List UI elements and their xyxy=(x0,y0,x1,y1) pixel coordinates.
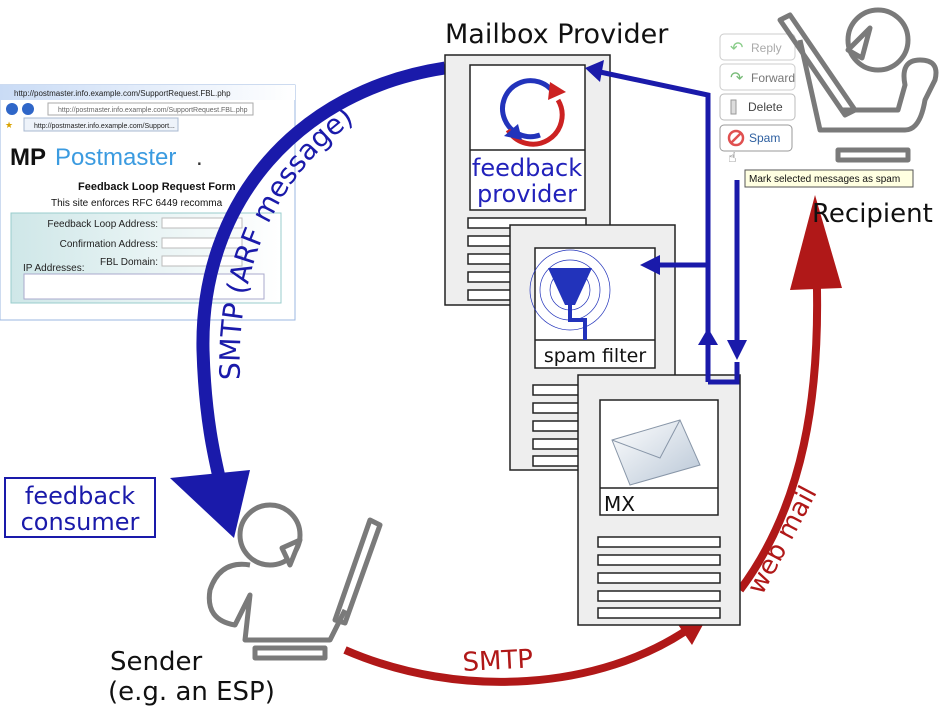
delete-button[interactable] xyxy=(719,93,796,121)
no-entry-icon xyxy=(727,129,745,147)
feedback-consumer-box xyxy=(4,477,156,538)
recipient-label: Recipient xyxy=(812,199,933,229)
mail-client-toolbar: ↶ Reply ↷ Forward Delete Spam ☝ Mark sel… xyxy=(719,33,914,188)
field-label-fbl-domain: FBL Domain: xyxy=(100,257,158,268)
address-text: http://postmaster.info.example.com/Suppo… xyxy=(58,107,248,114)
spam-label: Spam xyxy=(749,131,780,145)
feedback-consumer-label-1: feedback xyxy=(25,482,135,510)
recipient-person-icon xyxy=(777,7,939,163)
back-button[interactable] xyxy=(6,103,18,115)
smtp-flow-arrow xyxy=(343,624,693,686)
mailbox-provider-label: Mailbox Provider xyxy=(445,19,669,50)
trash-icon xyxy=(730,99,737,115)
ip-addresses-textarea[interactable] xyxy=(23,273,265,300)
spam-filter-label: spam filter xyxy=(544,345,647,367)
forward-label: Forward xyxy=(751,71,795,85)
favorites-star-icon[interactable]: ★ xyxy=(5,121,13,131)
address-bar[interactable] xyxy=(47,102,254,116)
feedback-consumer-label-2: consumer xyxy=(21,508,140,536)
forward-button[interactable] xyxy=(22,103,34,115)
mx-label: MX xyxy=(604,492,635,516)
forward-mail-button[interactable] xyxy=(719,63,796,91)
logo-postmaster: Postmaster xyxy=(55,144,176,171)
webmail-arrowhead xyxy=(790,195,842,290)
mx-server: MX xyxy=(577,374,741,626)
spam-tooltip-text: Mark selected messages as spam xyxy=(749,174,900,185)
logo-mp: MP xyxy=(10,144,46,171)
field-label-confirmation: Confirmation Address: xyxy=(60,239,158,250)
spam-tooltip xyxy=(744,169,914,188)
sender-label-1: Sender xyxy=(110,647,202,677)
webmail-label: web mail xyxy=(742,481,824,599)
feedback-provider-label-1: feedback xyxy=(472,154,582,182)
fbl-domain-input[interactable] xyxy=(161,255,243,267)
sender-label-2: (e.g. an ESP) xyxy=(108,677,275,707)
ip-label: IP Addresses: xyxy=(23,263,85,274)
browser-tab[interactable] xyxy=(23,117,179,132)
delete-label: Delete xyxy=(748,100,783,114)
form-title: Feedback Loop Request Form xyxy=(78,181,236,193)
reply-label: Reply xyxy=(751,41,782,55)
feedback-provider-label-2: provider xyxy=(477,180,577,208)
circular-arrows-icon xyxy=(500,78,566,147)
sender-person-icon xyxy=(206,502,383,661)
smtp-label: SMTP xyxy=(462,644,534,678)
logo-dot: . xyxy=(196,144,203,171)
arf-flow-arrow xyxy=(196,61,446,492)
filter-funnel-icon xyxy=(529,249,611,340)
fbl-address-input[interactable] xyxy=(161,217,243,229)
field-label-fbl-address: Feedback Loop Address: xyxy=(47,219,158,230)
tab-label: http://postmaster.info.example.com/Suppo… xyxy=(34,123,175,130)
arf-arrowhead xyxy=(170,470,250,538)
reply-arrow-icon: ↶ xyxy=(730,38,743,57)
hand-cursor-icon: ☝ xyxy=(728,150,737,166)
envelope-icon xyxy=(611,419,701,486)
form-note: This site enforces RFC 6449 recomma xyxy=(51,198,223,209)
reply-button[interactable] xyxy=(719,33,796,61)
confirmation-input[interactable] xyxy=(161,237,243,249)
forward-arrow-icon: ↷ xyxy=(730,68,744,87)
webmail-flow-arrow xyxy=(736,239,822,593)
browser-title: http://postmaster.info.example.com/Suppo… xyxy=(14,89,231,98)
spam-report-flow xyxy=(599,69,740,385)
fbl-request-browser-window: http://postmaster.info.example.com/Suppo… xyxy=(0,84,296,321)
